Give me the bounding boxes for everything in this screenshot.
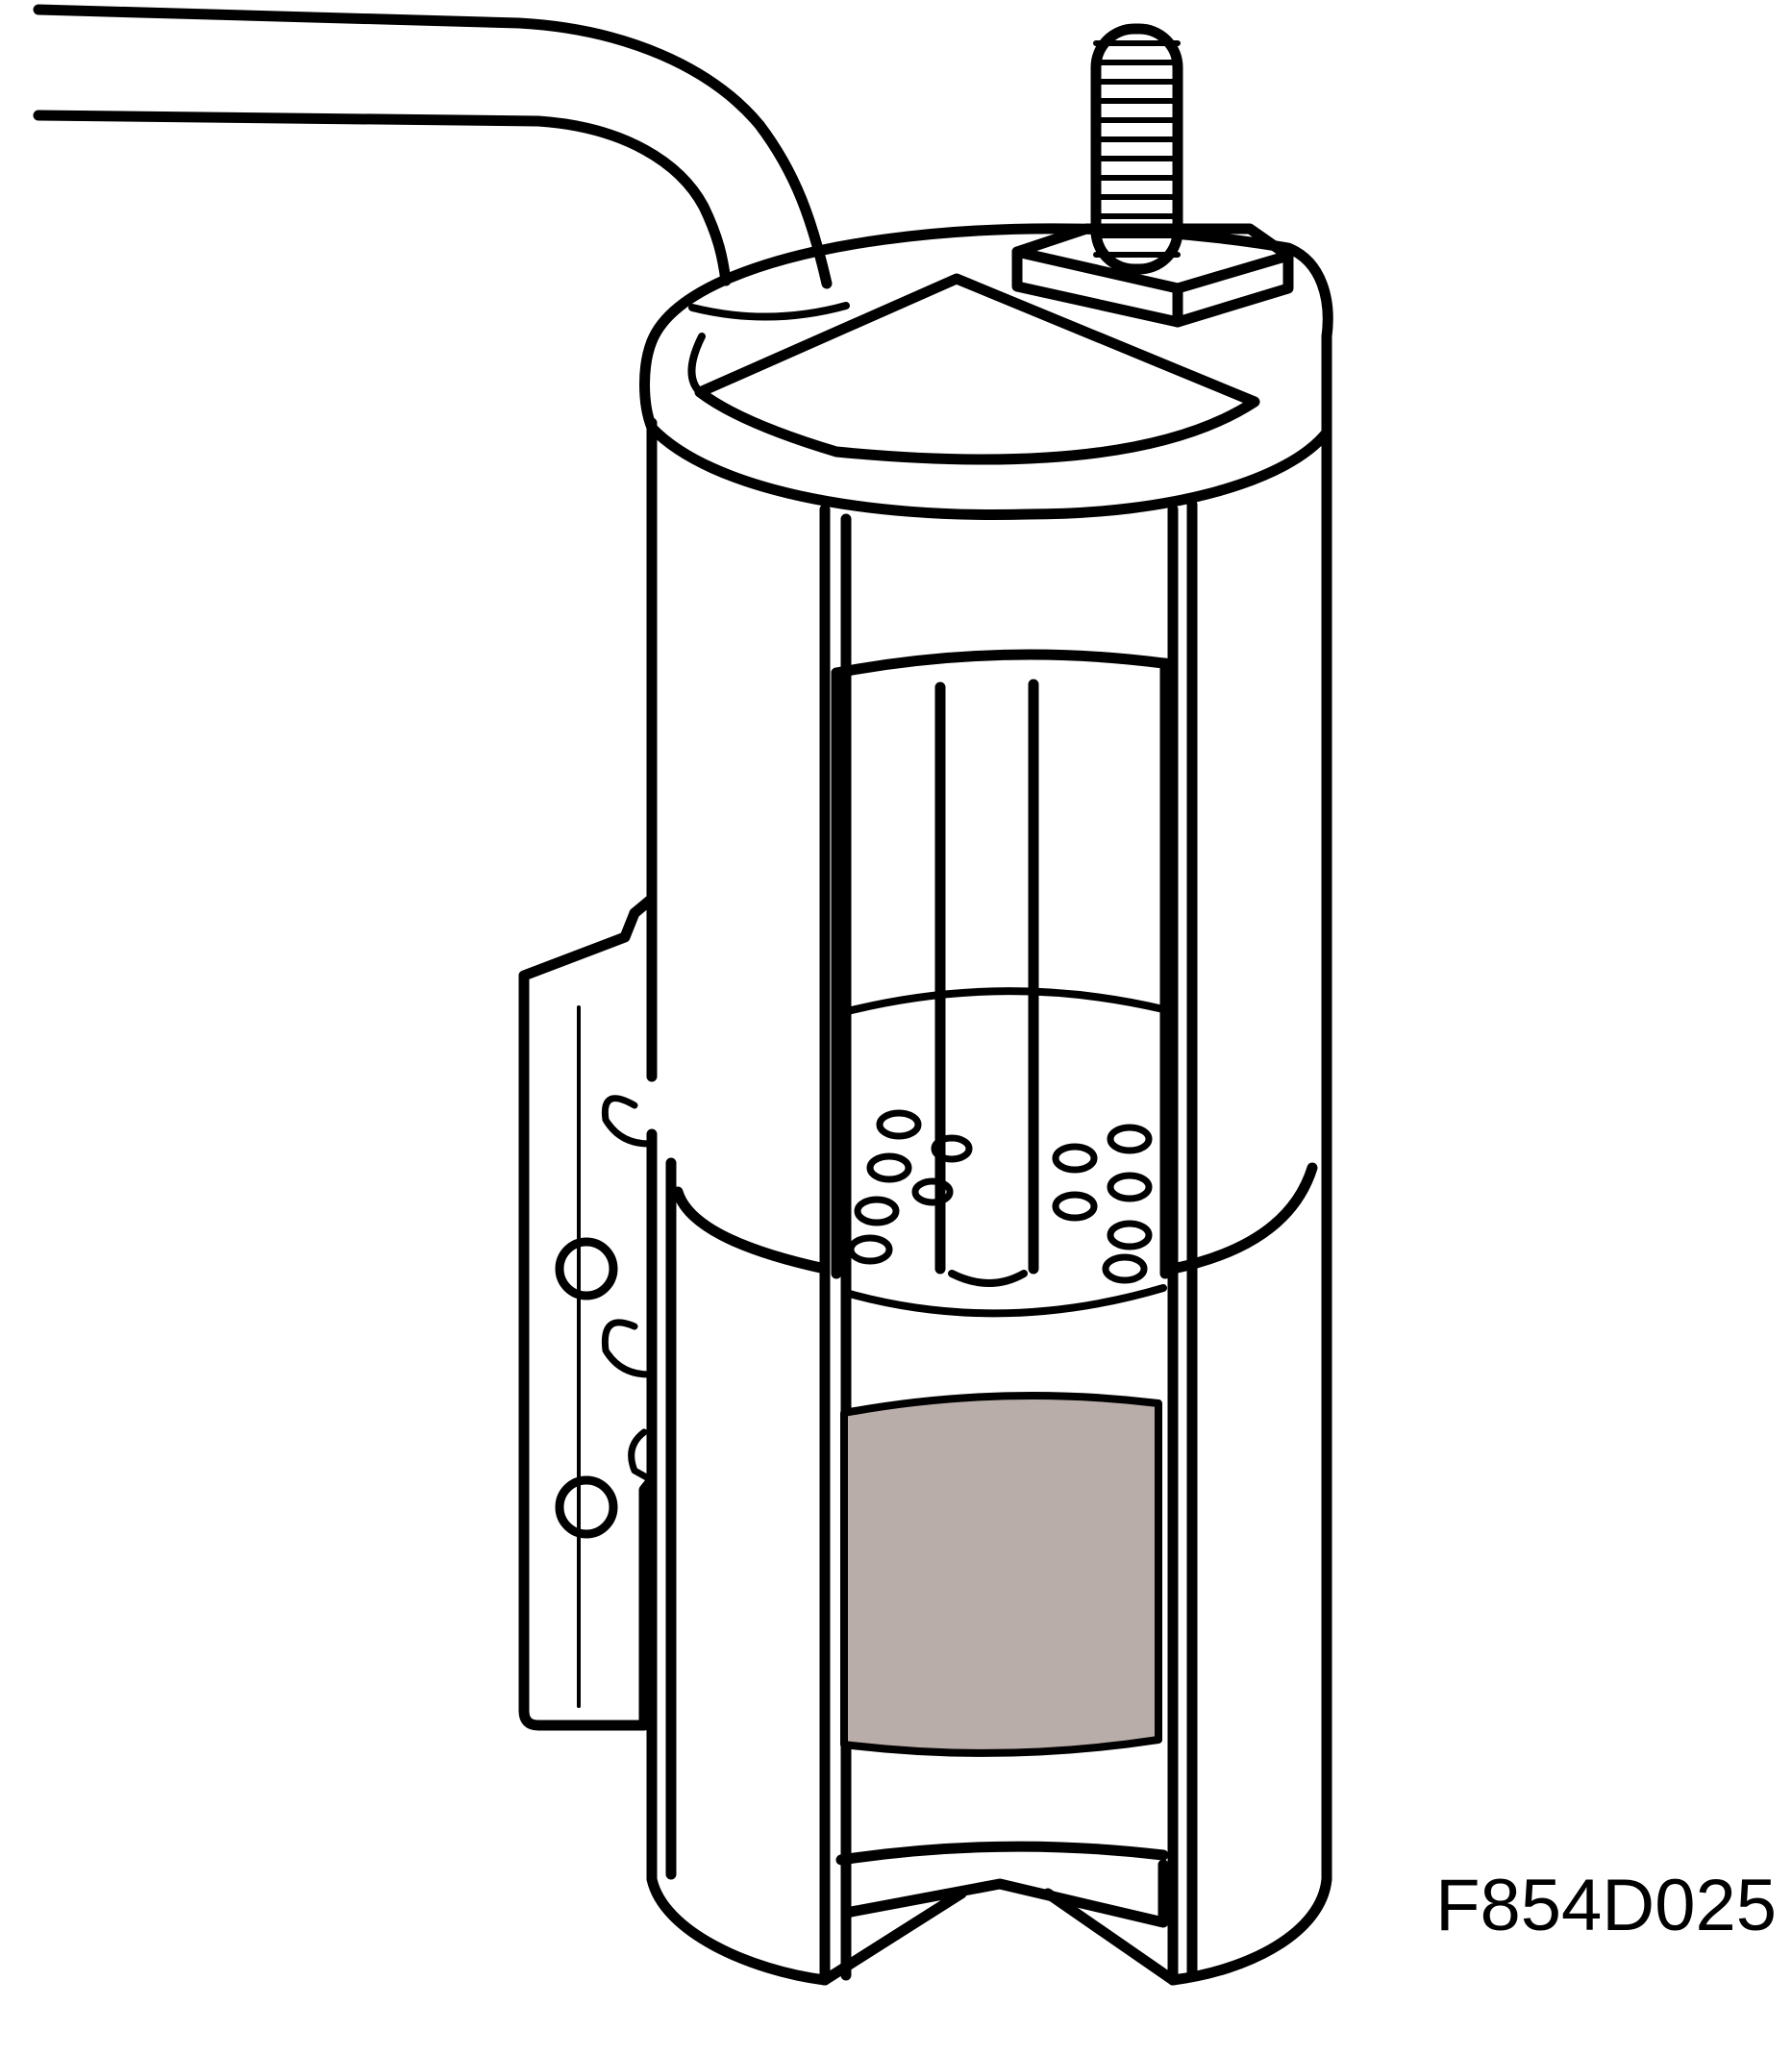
- refrigerant-pipe: [33, 4, 850, 321]
- drier-cylinder: [639, 223, 1333, 1986]
- mounting-bracket: [518, 893, 658, 1731]
- figure-code: F854D025: [1435, 1865, 1777, 1946]
- sight-glass: [687, 273, 1260, 465]
- desiccant-pack: [840, 1392, 1162, 1757]
- cutaway-section: [819, 499, 1198, 1986]
- threaded-stud: [1011, 23, 1294, 328]
